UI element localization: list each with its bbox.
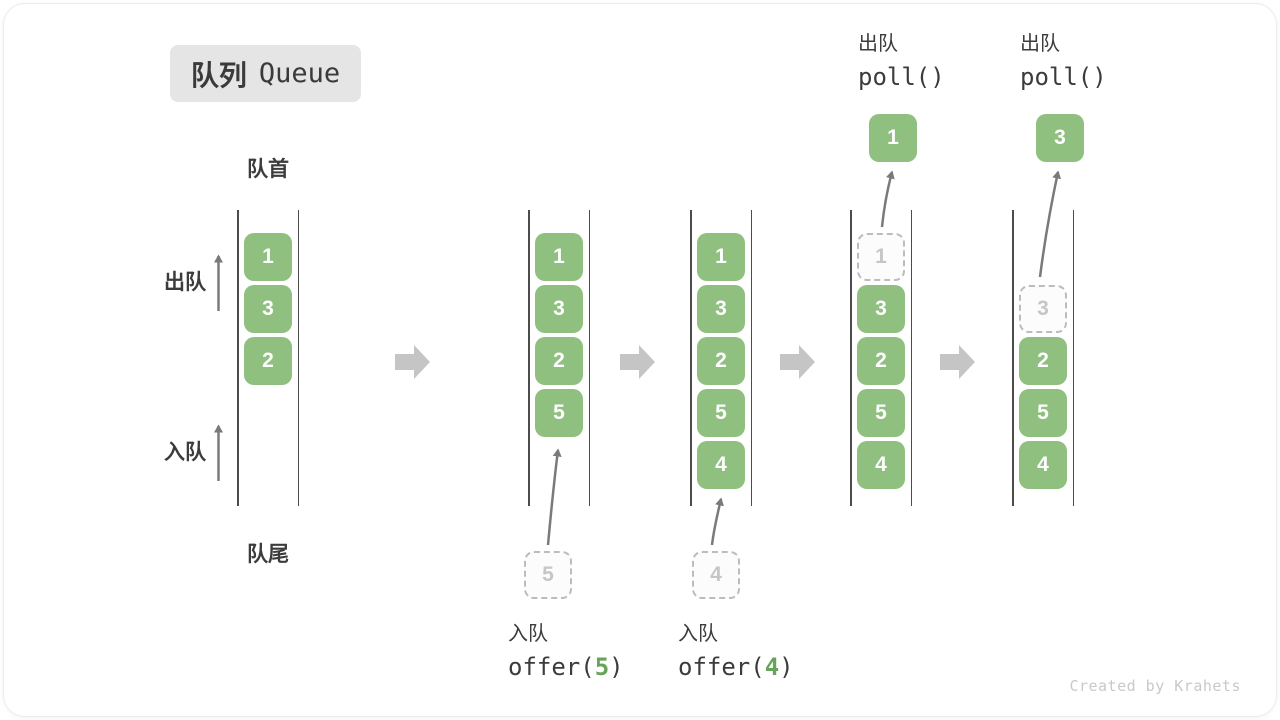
operation-label-poll-2: 出队 poll() xyxy=(1020,27,1107,91)
queue-state-1: 1 3 2 xyxy=(237,210,299,506)
queue-element: 4 xyxy=(697,441,745,489)
dequeue-side-label: 出队 xyxy=(164,271,206,294)
queue-state-4: 1 3 2 5 4 xyxy=(850,210,912,506)
queue-element: 2 xyxy=(857,337,905,385)
operation-label-offer5: 入队 offer(5) xyxy=(508,617,624,681)
code-post: ) xyxy=(779,653,794,681)
queue-element: 3 xyxy=(535,285,583,333)
operation-action: 出队 xyxy=(1020,33,1060,55)
queue-wall xyxy=(690,210,692,506)
queue-wall xyxy=(1072,210,1074,506)
code-arg: 4 xyxy=(764,653,780,681)
queue-element: 1 xyxy=(697,233,745,281)
queue-wall xyxy=(1012,210,1014,506)
queue-element: 5 xyxy=(857,389,905,437)
title-badge: 队列 Queue xyxy=(170,45,361,102)
queue-element: 5 xyxy=(697,389,745,437)
queue-wall xyxy=(297,210,299,506)
code-post: ) xyxy=(609,653,624,681)
queue-element: 1 xyxy=(535,233,583,281)
queue-element: 2 xyxy=(535,337,583,385)
removed-element-placeholder: 3 xyxy=(1019,285,1067,333)
queue-wall xyxy=(237,210,239,506)
incoming-element: 5 xyxy=(524,551,572,599)
queue-element: 5 xyxy=(535,389,583,437)
operation-code: offer(5) xyxy=(508,653,624,681)
queue-element: 3 xyxy=(244,285,292,333)
operation-label-offer4: 入队 offer(4) xyxy=(678,617,794,681)
watermark-credit: Created by Krahets xyxy=(1069,677,1241,695)
queue-element: 2 xyxy=(1019,337,1067,385)
queue-state-2: 1 3 2 5 xyxy=(528,210,590,506)
queue-state-3: 1 3 2 5 4 xyxy=(690,210,752,506)
operation-action: 入队 xyxy=(508,623,548,645)
popped-element: 3 xyxy=(1036,114,1084,162)
queue-element: 5 xyxy=(1019,389,1067,437)
queue-front-label: 队首 xyxy=(247,158,289,181)
title-english: Queue xyxy=(258,58,341,89)
diagram-card xyxy=(3,3,1277,717)
incoming-element: 4 xyxy=(692,551,740,599)
removed-element-placeholder: 1 xyxy=(857,233,905,281)
code-pre: offer( xyxy=(508,653,595,681)
operation-code: offer(4) xyxy=(678,653,794,681)
queue-wall xyxy=(588,210,590,506)
queue-wall xyxy=(528,210,530,506)
queue-wall xyxy=(750,210,752,506)
operation-action: 出队 xyxy=(858,33,898,55)
queue-element: 2 xyxy=(244,337,292,385)
operation-action: 入队 xyxy=(678,623,718,645)
code-pre: offer( xyxy=(678,653,765,681)
queue-element: 2 xyxy=(697,337,745,385)
queue-element: 3 xyxy=(697,285,745,333)
title-chinese: 队列 xyxy=(190,59,247,91)
queue-wall xyxy=(850,210,852,506)
queue-state-5: 3 2 5 4 xyxy=(1012,210,1074,506)
queue-element: 4 xyxy=(1019,441,1067,489)
queue-element: 3 xyxy=(857,285,905,333)
operation-code: poll() xyxy=(858,63,945,91)
operation-label-poll-1: 出队 poll() xyxy=(858,27,945,91)
queue-element: 1 xyxy=(244,233,292,281)
operation-code: poll() xyxy=(1020,63,1107,91)
queue-wall xyxy=(910,210,912,506)
popped-element: 1 xyxy=(869,114,917,162)
queue-element: 4 xyxy=(857,441,905,489)
queue-rear-label: 队尾 xyxy=(247,543,289,566)
enqueue-side-label: 入队 xyxy=(164,441,206,464)
code-arg: 5 xyxy=(594,653,610,681)
